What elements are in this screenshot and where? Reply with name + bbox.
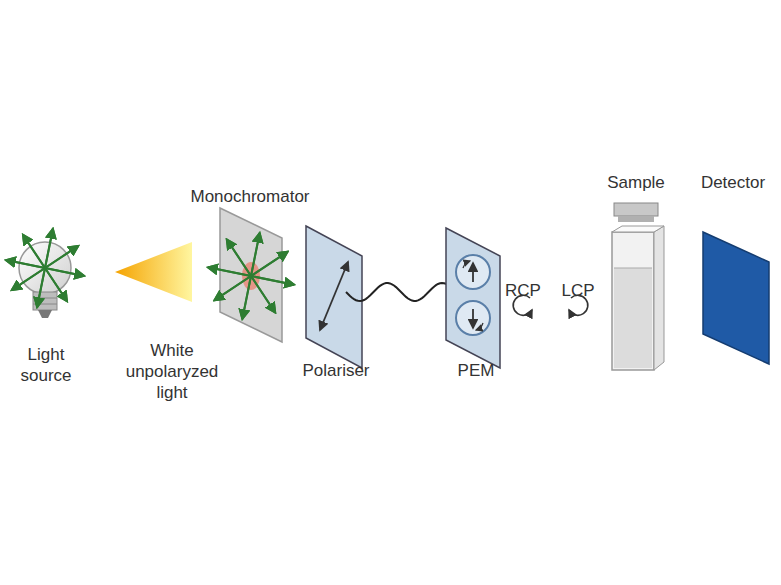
ray-arrow [214, 276, 251, 300]
ray-arrow [251, 276, 275, 313]
ray-arrow [208, 267, 251, 276]
ray-arrow [45, 246, 78, 268]
detector-plate [703, 232, 769, 364]
light-beam [115, 242, 192, 302]
polariser-plate [306, 226, 362, 368]
part-label: RCP [505, 280, 541, 301]
part-label: PEM [458, 360, 495, 381]
ray-arrow [242, 276, 251, 319]
ray-arrow [227, 239, 251, 276]
ray-arrow [45, 246, 78, 268]
part-label: Polariser [302, 360, 369, 381]
ray-arrow [251, 252, 288, 276]
ray-arrow [45, 268, 84, 276]
ray-arrow [227, 239, 251, 276]
ray-arrow [45, 268, 84, 276]
ray-arrow [45, 268, 67, 301]
ray-arrow [251, 252, 288, 276]
pem-plate [446, 228, 500, 368]
part-label: Light source [11, 344, 81, 386]
ray-arrow [45, 229, 53, 268]
sample-cuvette [612, 203, 664, 370]
ray-arrow [37, 268, 45, 307]
part-label: White unpolaryzed light [117, 340, 227, 403]
ray-arrow [208, 267, 251, 276]
unpolarized-rays [208, 233, 294, 319]
ray-arrow [23, 235, 45, 268]
ray-arrow [6, 260, 45, 268]
unpolarized-rays [6, 229, 84, 307]
part-label: LCP [561, 280, 594, 301]
ray-arrow [6, 260, 45, 268]
ray-arrow [45, 229, 53, 268]
ray-arrow [12, 268, 45, 290]
ray-arrow [45, 268, 67, 301]
ray-arrow [251, 276, 275, 313]
ray-arrow [12, 268, 45, 290]
ray-arrow [251, 233, 260, 276]
light-wave [346, 283, 456, 301]
part-label: Monochromator [190, 186, 309, 207]
ray-arrow [214, 276, 251, 300]
ray-arrow [242, 276, 251, 319]
part-label: Sample [607, 172, 665, 193]
ray-arrow [251, 276, 294, 285]
ray-arrow [251, 276, 294, 285]
ray-arrow [37, 268, 45, 307]
ray-arrow [23, 235, 45, 268]
part-label: Detector [701, 172, 765, 193]
ray-arrow [251, 233, 260, 276]
